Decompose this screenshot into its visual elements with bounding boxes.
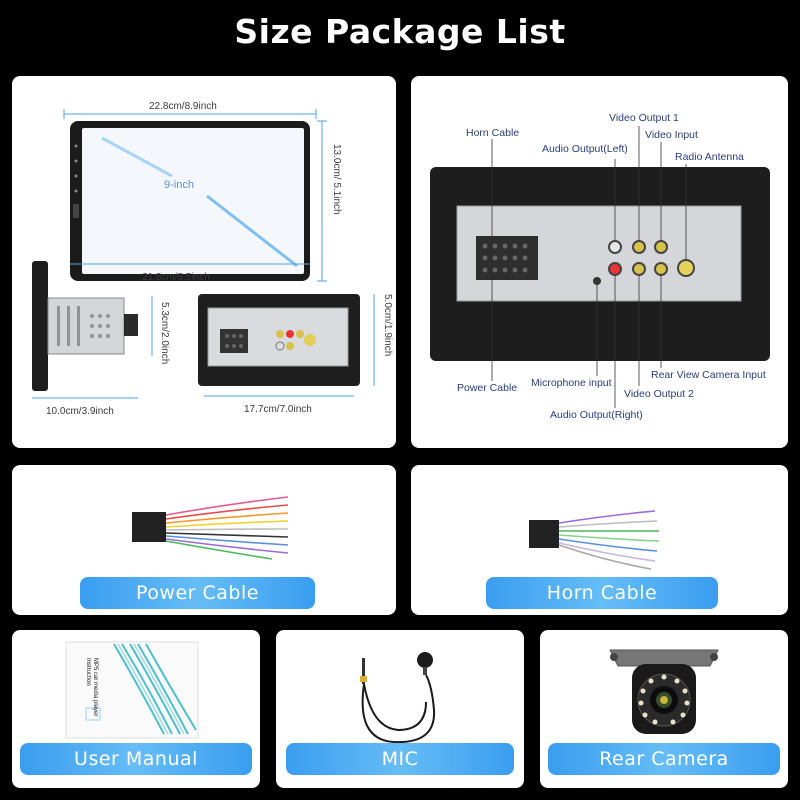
mic-image — [360, 652, 436, 744]
label-audio-output-right: Audio Output(Right) — [550, 409, 643, 421]
horn-cable-panel: Horn Cable — [411, 465, 788, 615]
dimension-top-width: 22.8cm/8.9inch — [149, 101, 217, 112]
rear-camera-image — [609, 649, 719, 734]
label-video-input: Video Input — [645, 129, 698, 141]
label-audio-output-left: Audio Output(Left) — [542, 143, 628, 155]
ports-panel: Horn Cable Audio Output(Left) Video Outp… — [411, 76, 788, 448]
label-power-cable: Power Cable — [457, 382, 518, 394]
dimension-side-height: 5.3cm/2.0inch — [159, 302, 170, 365]
power-cable-label: Power Cable — [80, 577, 315, 609]
user-manual-panel: MP5 car media player Instruction User Ma… — [12, 630, 260, 788]
user-manual-label: User Manual — [20, 743, 252, 775]
dimension-screen-size: 9-inch — [164, 179, 194, 191]
horn-cable-image — [529, 510, 660, 570]
mic-label: MIC — [286, 743, 514, 775]
label-video-output-1: Video Output 1 — [609, 112, 679, 124]
rear-camera-label: Rear Camera — [548, 743, 780, 775]
dimension-height: 13.0cm/ 5.1inch — [331, 144, 342, 215]
dimension-back-height: 5.0cm/1.9inch — [382, 294, 393, 357]
dimensions-panel: 22.8cm/8.9inch 9-inch 21.8cm/8.5inch 13.… — [12, 76, 396, 448]
power-cable-image — [132, 496, 289, 560]
horn-cable-label: Horn Cable — [486, 577, 718, 609]
rear-camera-panel: Rear Camera — [540, 630, 788, 788]
label-microphone-input: Microphone input — [531, 377, 612, 389]
dimension-drawing — [32, 109, 375, 399]
power-cable-panel: Power Cable — [12, 465, 396, 615]
page-title: Size Package List — [234, 12, 566, 51]
ports-drawing — [430, 126, 770, 408]
manual-title-line1: MP5 car media player — [92, 658, 98, 717]
manual-title-line2: Instruction — [85, 658, 91, 686]
label-rear-view-camera-input: Rear View Camera Input — [651, 369, 766, 381]
user-manual-image — [65, 641, 199, 739]
mic-panel: MIC — [276, 630, 524, 788]
label-horn-cable: Horn Cable — [466, 127, 520, 139]
label-video-output-2: Video Output 2 — [624, 388, 694, 400]
dimension-side-depth: 10.0cm/3.9inch — [46, 406, 114, 417]
dimension-back-width: 17.7cm/7.0inch — [244, 404, 312, 415]
dimension-bottom-width: 21.8cm/8.5inch — [142, 272, 210, 283]
label-radio-antenna: Radio Antenna — [675, 151, 744, 163]
